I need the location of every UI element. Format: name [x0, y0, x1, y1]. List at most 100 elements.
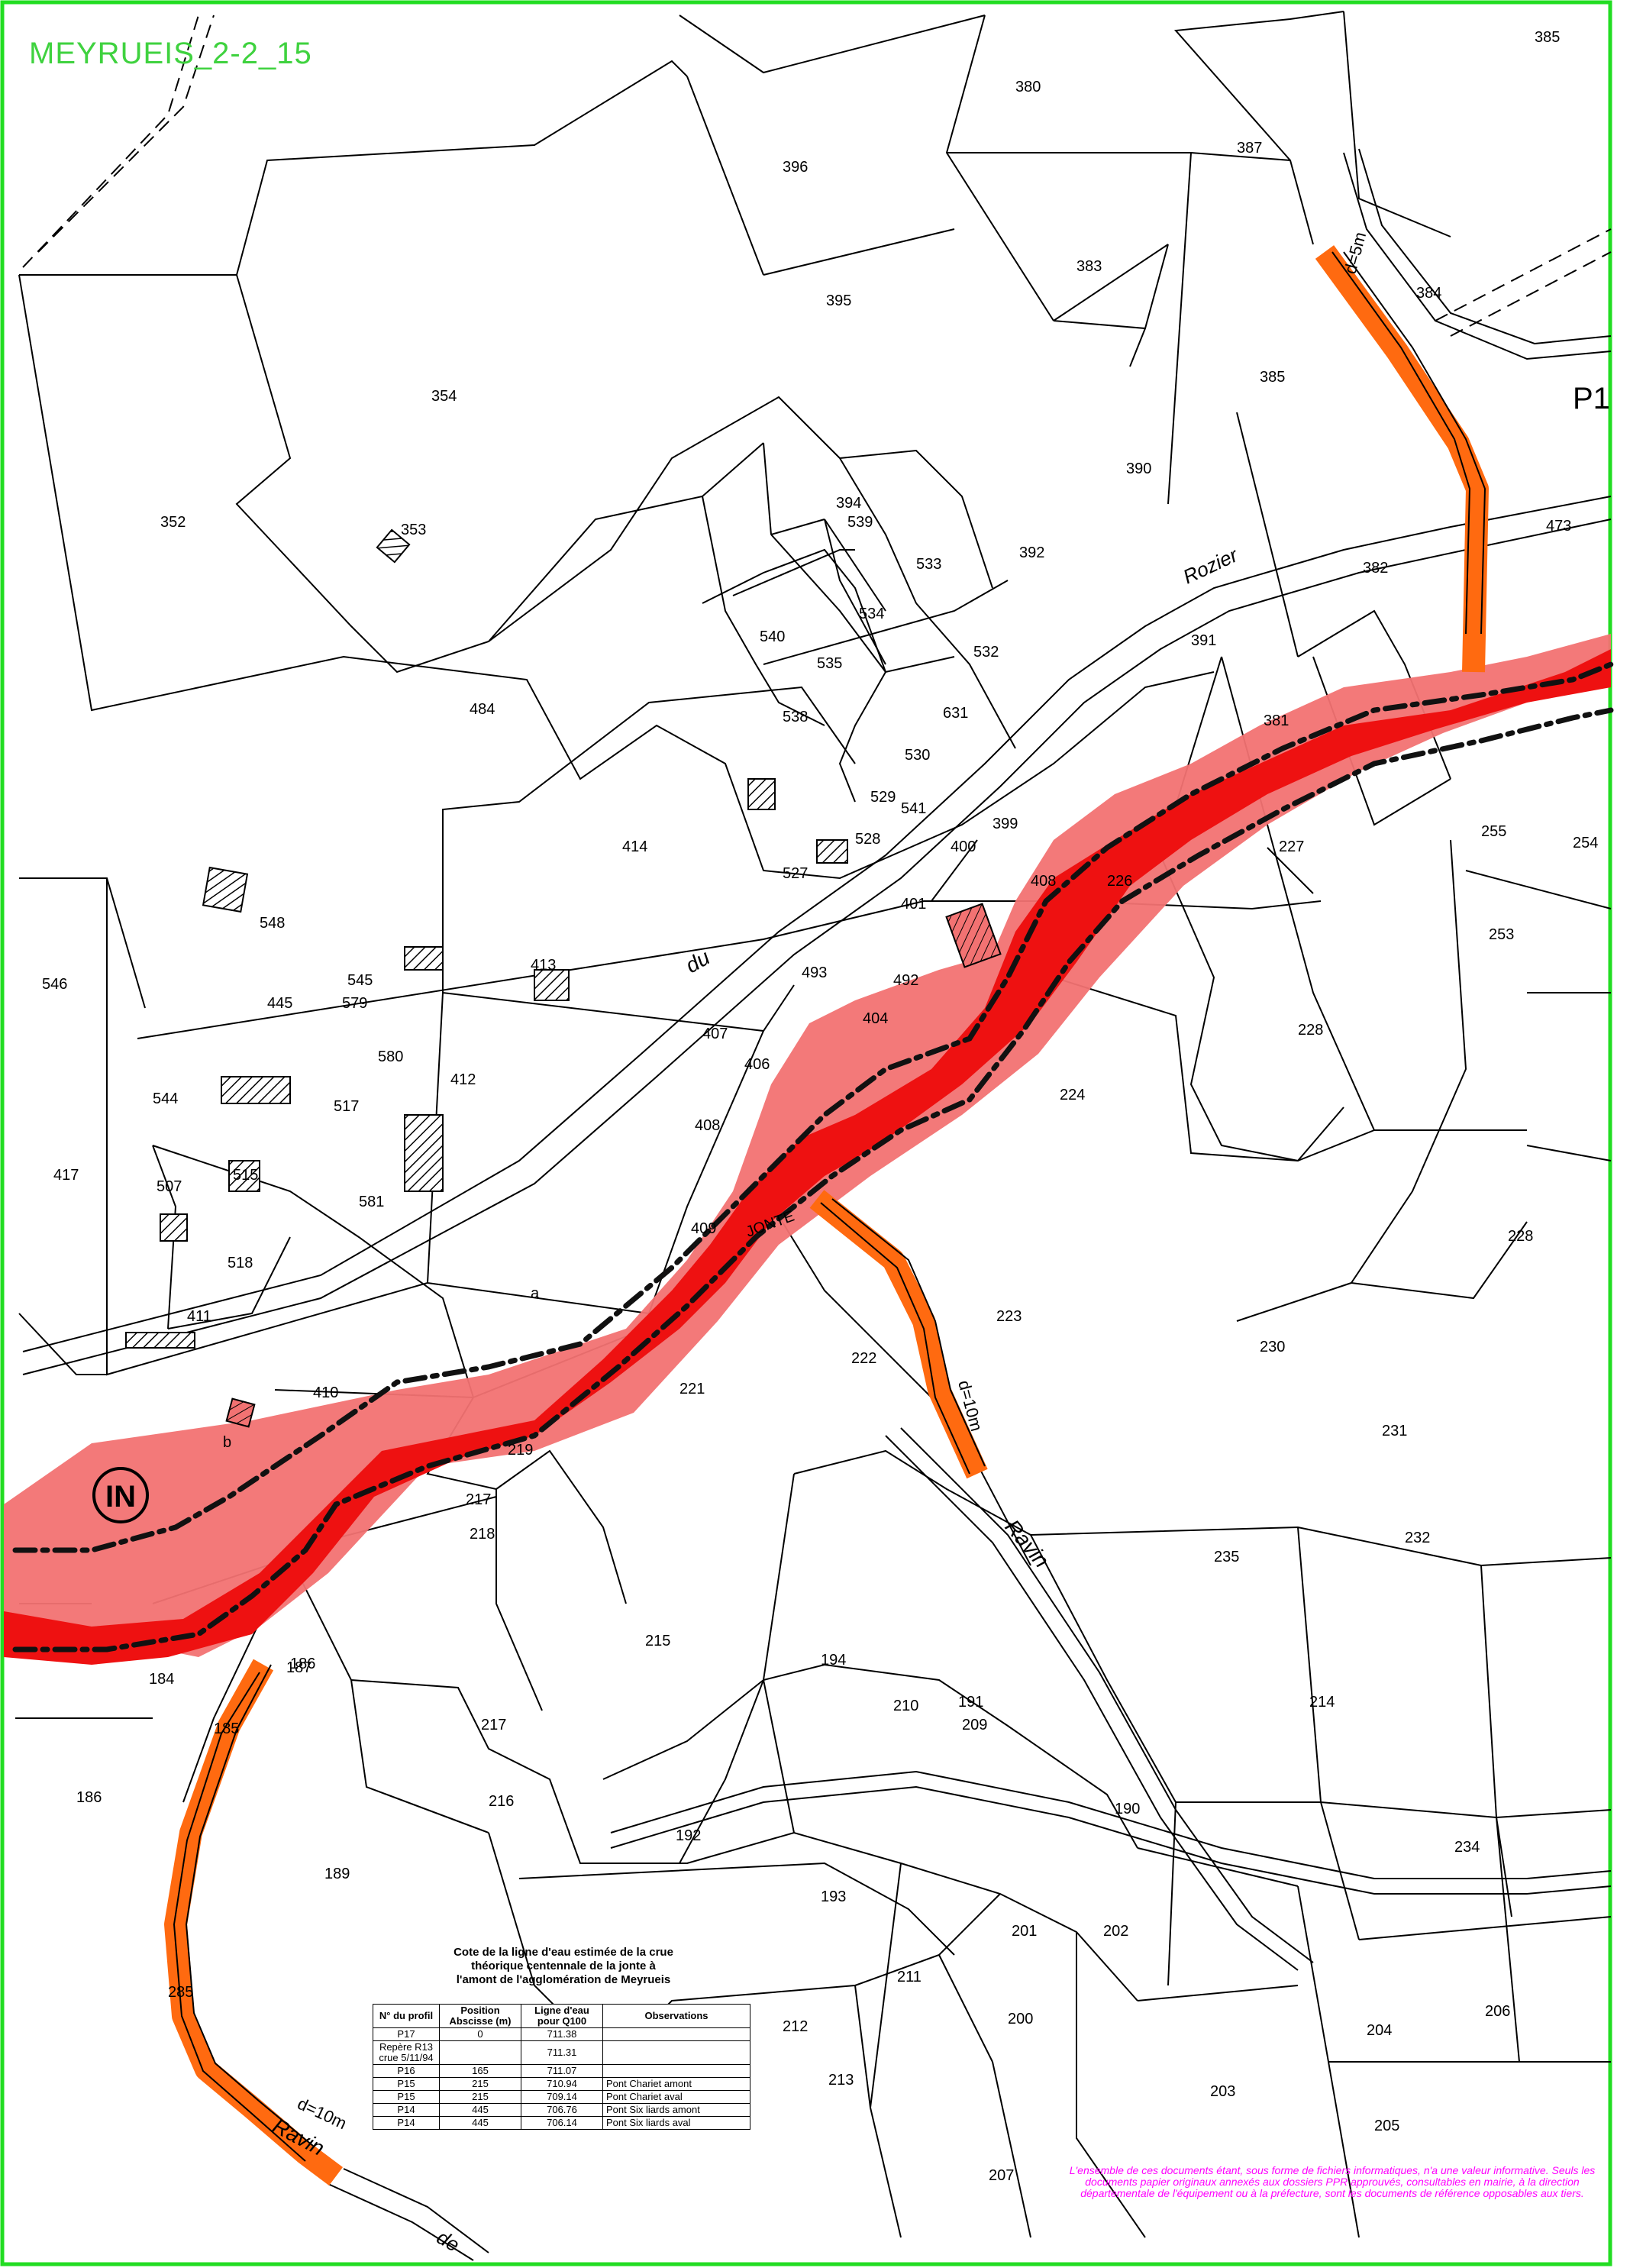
col-header-ligne-eau: Ligne d'eau pour Q100 — [521, 2004, 603, 2028]
cell-profil: P15 — [373, 2077, 440, 2091]
parcel-label: 527 — [783, 865, 808, 882]
parcel-label: 518 — [228, 1255, 253, 1271]
parcel-label: 387 — [1237, 140, 1262, 157]
cell-abscisse: 445 — [439, 2103, 521, 2117]
parcel-label: 412 — [450, 1071, 476, 1088]
profile-marker: P1 — [1573, 382, 1610, 415]
legal-notice: L'ensemble de ces documents étant, sous … — [1069, 2164, 1596, 2199]
cell-observations — [602, 2064, 750, 2078]
parcel-label: 530 — [905, 747, 930, 764]
table-header-row: N° du profil Position Abscisse (m) Ligne… — [373, 2004, 750, 2028]
parcel-label: 224 — [1060, 1087, 1085, 1103]
parcel-label: 190 — [1115, 1801, 1140, 1817]
parcel-label: 546 — [42, 976, 67, 993]
col-header-observations: Observations — [602, 2004, 750, 2028]
parcel-label: 548 — [260, 915, 285, 932]
parcel-label: b — [223, 1434, 231, 1451]
cell-abscisse — [439, 2040, 521, 2065]
cell-abscisse: 445 — [439, 2116, 521, 2130]
parcel-label: 218 — [470, 1526, 495, 1543]
table-row: P16 165 711.07 — [373, 2064, 750, 2078]
cell-observations — [602, 2040, 750, 2065]
map-title: MEYRUEIS_2-2_15 — [29, 37, 312, 70]
parcel-label: 353 — [401, 522, 426, 538]
parcel-label: 381 — [1264, 712, 1289, 729]
parcel-label: 493 — [802, 964, 827, 981]
parcel-label: 209 — [962, 1717, 987, 1733]
parcel-label: 234 — [1454, 1839, 1480, 1856]
cell-ligne-eau: 710.94 — [521, 2077, 603, 2091]
parcel-label: 535 — [817, 655, 842, 672]
parcel-label: 184 — [149, 1671, 174, 1688]
cell-observations: Pont Chariet amont — [602, 2077, 750, 2091]
cell-observations — [602, 2027, 750, 2041]
parcel-label: 394 — [836, 495, 861, 512]
table-row: P14 445 706.76 Pont Six liards amont — [373, 2103, 750, 2117]
parcel-label: 203 — [1210, 2083, 1235, 2100]
parcel-label: 254 — [1573, 835, 1598, 851]
parcel-label: 408 — [695, 1117, 720, 1134]
parcel-label: 541 — [901, 800, 926, 817]
parcel-label: 529 — [870, 789, 896, 806]
parcel-label: 187 — [286, 1659, 311, 1676]
parcel-label: 410 — [313, 1384, 338, 1401]
cell-profil: P14 — [373, 2116, 440, 2130]
parcel-label: 352 — [160, 514, 186, 531]
parcel-label: 385 — [1260, 369, 1285, 386]
cell-abscisse: 165 — [439, 2064, 521, 2078]
parcel-label: 201 — [1012, 1923, 1037, 1940]
parcel-label: 538 — [783, 709, 808, 725]
parcel-label: 417 — [53, 1167, 79, 1184]
cell-abscisse: 215 — [439, 2090, 521, 2104]
zone-marker-circle — [92, 1467, 149, 1523]
parcel-label: 399 — [993, 816, 1018, 832]
parcel-label: 210 — [893, 1698, 918, 1714]
col-header-profil: N° du profil — [373, 2004, 440, 2028]
cell-profil: Repère R13 crue 5/11/94 — [373, 2040, 440, 2065]
buildings — [125, 528, 1002, 1428]
road-label-rozier: Rozier — [1180, 543, 1242, 589]
parcel-label: 285 — [168, 1984, 193, 2001]
parcel-label: 215 — [645, 1633, 670, 1649]
parcel-label: 411 — [187, 1308, 211, 1325]
parcel-label: 528 — [855, 831, 880, 848]
cell-ligne-eau: 711.31 — [521, 2040, 603, 2065]
parcel-label: 192 — [676, 1827, 701, 1844]
cell-observations: Pont Chariet aval — [602, 2090, 750, 2104]
parcel-label: 396 — [783, 159, 808, 176]
parcel-label: 492 — [893, 972, 918, 989]
parcel-label: 407 — [702, 1026, 728, 1042]
parcel-label: 413 — [531, 957, 556, 974]
cell-observations: Pont Six liards amont — [602, 2103, 750, 2117]
parcel-label: 540 — [760, 628, 785, 645]
parcel-label: 222 — [851, 1350, 876, 1367]
flood-level-table-block: Cote de la ligne d'eau estimée de la cru… — [365, 1946, 762, 2130]
cell-profil: P15 — [373, 2090, 440, 2104]
parcel-label: 207 — [989, 2167, 1014, 2184]
parcel-label: 191 — [958, 1694, 983, 1711]
table-caption-line: Cote de la ligne d'eau estimée de la cru… — [453, 1946, 673, 1959]
parcel-label: 390 — [1126, 460, 1151, 477]
parcel-label: 631 — [943, 705, 968, 722]
dashed-lines — [22, 15, 1612, 337]
parcel-label: 507 — [157, 1178, 182, 1195]
parcel-label: 414 — [622, 838, 647, 855]
table-caption-line: théorique centennale de la jonte à — [471, 1959, 656, 1972]
table-row: P14 445 706.14 Pont Six liards aval — [373, 2116, 750, 2130]
parcel-label: 515 — [233, 1167, 258, 1184]
parcel-label: 221 — [679, 1381, 705, 1397]
table-row: Repère R13 crue 5/11/94 711.31 — [373, 2040, 750, 2065]
parcel-label: 533 — [916, 556, 941, 573]
parcel-label: 211 — [897, 1969, 922, 1985]
table-row: P15 215 709.14 Pont Chariet aval — [373, 2090, 750, 2104]
cell-ligne-eau: 706.76 — [521, 2103, 603, 2117]
parcel-label: 200 — [1008, 2011, 1033, 2027]
cell-ligne-eau: 706.14 — [521, 2116, 603, 2130]
parcel-label: 473 — [1546, 518, 1571, 535]
parcel-label: 579 — [342, 995, 367, 1012]
parcel-label: 186 — [290, 1656, 315, 1672]
parcel-label: 532 — [973, 644, 999, 661]
cell-ligne-eau: 709.14 — [521, 2090, 603, 2104]
parcel-label: 392 — [1019, 544, 1044, 561]
